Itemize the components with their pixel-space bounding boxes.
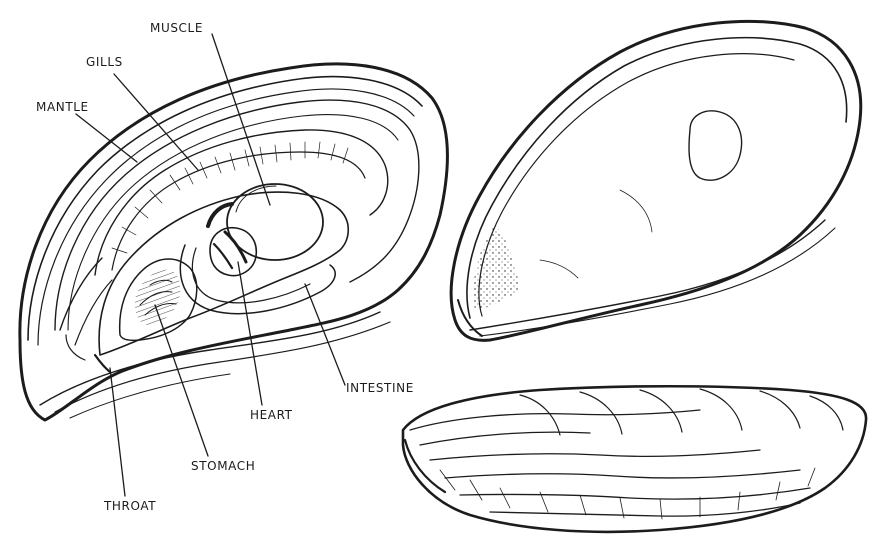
label-muscle: MUSCLE [150, 22, 203, 34]
label-throat: THROAT [104, 500, 156, 512]
empty-shell-valve [451, 21, 861, 340]
mantle-edge [55, 100, 419, 330]
leader-heart [238, 262, 262, 405]
adductor-muscle [227, 184, 323, 260]
label-mantle: MANTLE [36, 101, 89, 113]
muscle-scar [689, 111, 742, 180]
leader-muscle [212, 34, 270, 205]
leader-intestine [305, 284, 345, 385]
label-stomach: STOMACH [191, 460, 255, 472]
shell-side-view [403, 386, 866, 532]
heart-organ [210, 228, 256, 276]
leader-mantle [76, 114, 137, 162]
leader-stomach [155, 305, 208, 456]
leader-gills [114, 74, 198, 170]
label-gills: GILLS [86, 56, 123, 68]
label-intestine: INTESTINE [346, 382, 414, 394]
label-heart: HEART [250, 409, 293, 421]
leader-throat [110, 368, 125, 496]
side-shell-outline [403, 386, 866, 532]
